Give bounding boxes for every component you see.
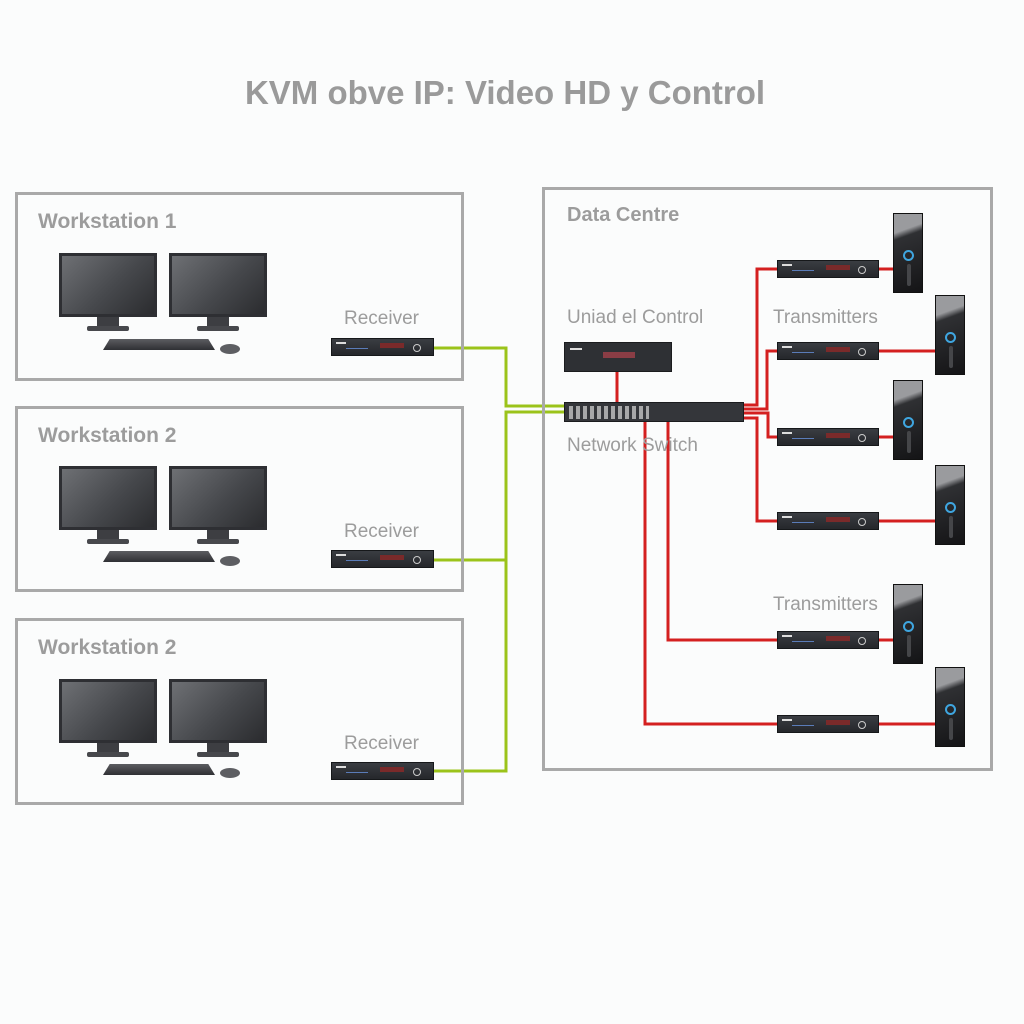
server-tower-icon [893, 380, 923, 460]
transmitter-2-device[interactable] [777, 342, 879, 360]
monitor-icon [59, 466, 157, 548]
data-centre-frame [542, 187, 993, 771]
monitor-icon [169, 679, 267, 761]
workstation-1-label: Workstation 1 [38, 210, 177, 233]
receiver-1-label: Receiver [344, 308, 419, 329]
network-switch-label: Network Switch [567, 435, 698, 456]
mouse-icon [220, 556, 240, 566]
workstation-1-frame [15, 192, 464, 381]
data-centre-label: Data Centre [567, 204, 680, 226]
transmitter-6-device[interactable] [777, 715, 879, 733]
keyboard-icon [103, 764, 215, 775]
keyboard-icon [103, 551, 215, 562]
diagram-title: KVM obve IP: Video HD y Control [244, 74, 766, 111]
workstation-3-frame [15, 618, 464, 805]
monitor-icon [59, 253, 157, 335]
workstation-3-label: Workstation 2 [38, 636, 177, 659]
transmitters-label-top: Transmitters [773, 307, 878, 328]
monitor-icon [59, 679, 157, 761]
receiver-2-label: Receiver [344, 521, 419, 542]
transmitter-3-device[interactable] [777, 428, 879, 446]
receiver-2-device[interactable] [331, 550, 434, 568]
network-switch-device[interactable] [564, 402, 744, 422]
receiver-1-device[interactable] [331, 338, 434, 356]
monitor-icon [169, 253, 267, 335]
server-tower-icon [935, 667, 965, 747]
receiver-3-label: Receiver [344, 733, 419, 754]
server-tower-icon [935, 465, 965, 545]
workstation-2-label: Workstation 2 [38, 424, 177, 447]
mouse-icon [220, 344, 240, 354]
transmitters-label-bottom: Transmitters [773, 594, 878, 615]
workstation-2-frame [15, 406, 464, 592]
keyboard-icon [103, 339, 215, 350]
control-unit-device[interactable] [564, 342, 672, 372]
transmitter-4-device[interactable] [777, 512, 879, 530]
transmitter-1-device[interactable] [777, 260, 879, 278]
server-tower-icon [935, 295, 965, 375]
transmitter-5-device[interactable] [777, 631, 879, 649]
server-tower-icon [893, 213, 923, 293]
control-unit-label: Uniad el Control [567, 307, 704, 328]
monitor-icon [169, 466, 267, 548]
server-tower-icon [893, 584, 923, 664]
receiver-3-device[interactable] [331, 762, 434, 780]
mouse-icon [220, 768, 240, 778]
